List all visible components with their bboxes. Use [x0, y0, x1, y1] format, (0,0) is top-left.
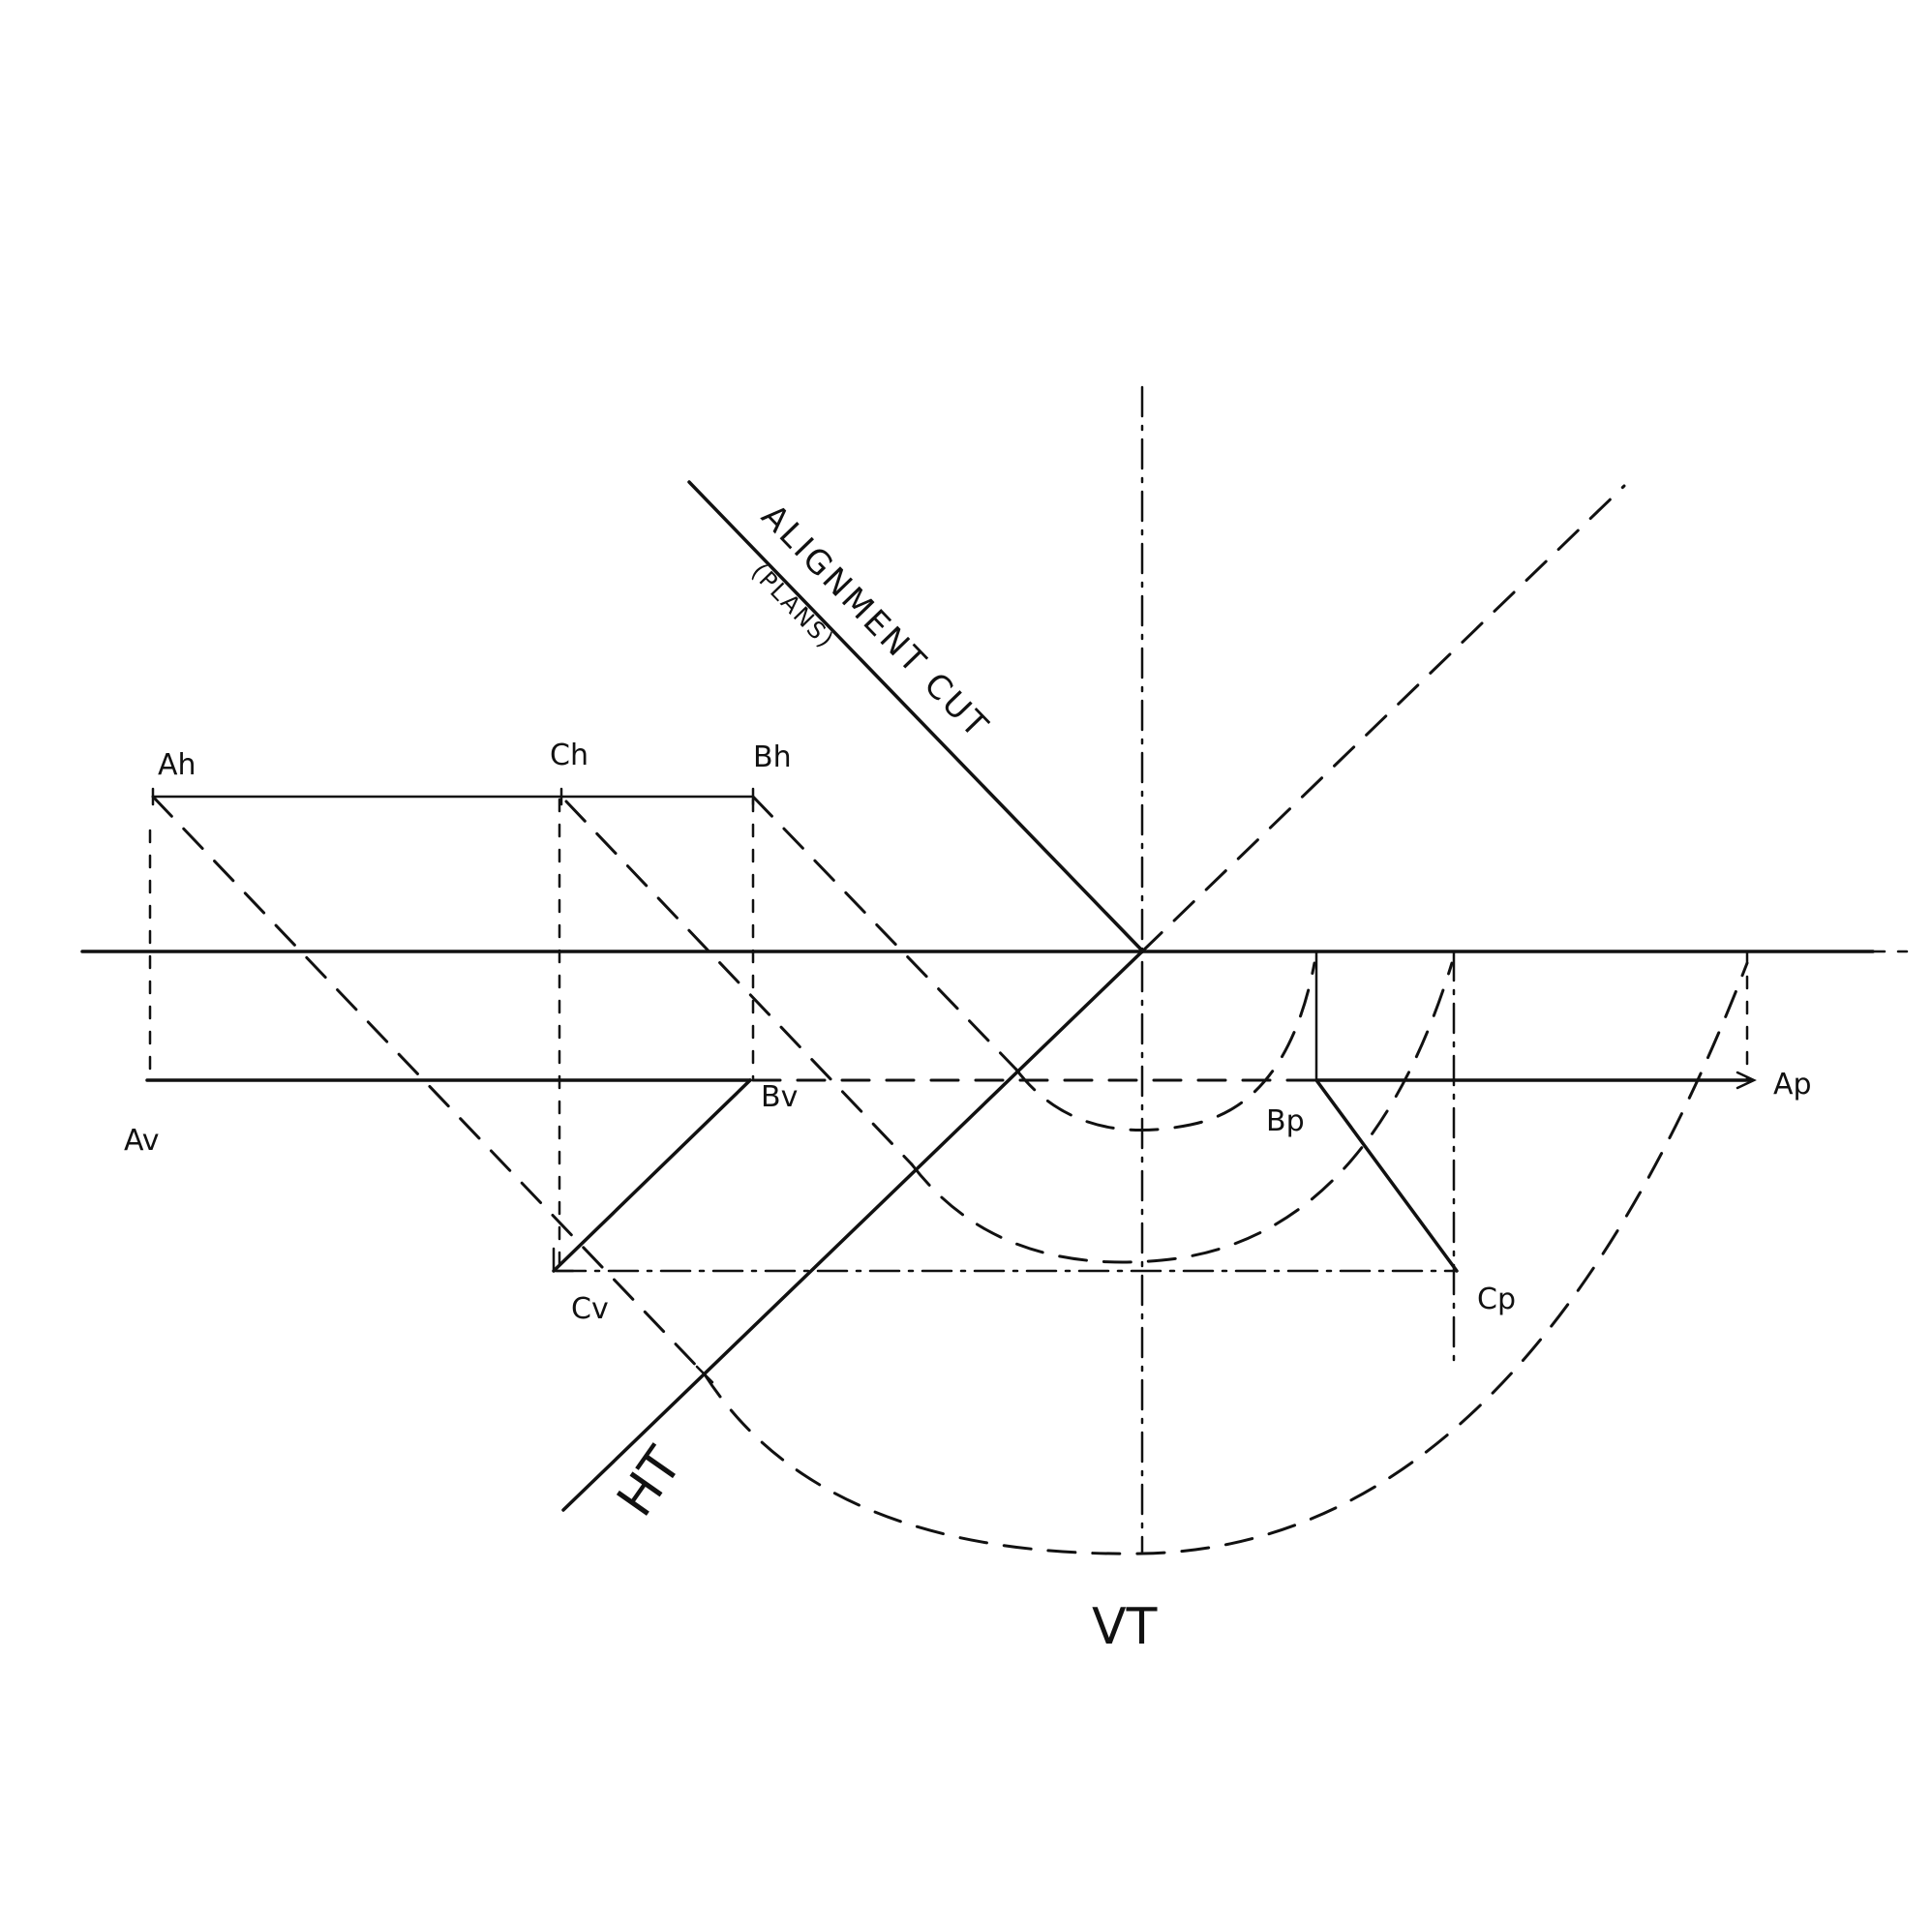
label-ah: Ah [158, 748, 196, 782]
label-cp: Cp [1477, 1283, 1516, 1316]
diagonal-from-ah [151, 795, 707, 1376]
label-ch: Ch [550, 739, 589, 772]
label-vt: VT [1092, 1598, 1158, 1656]
front-line-bv-cv [552, 1078, 752, 1273]
mitre-line-lower [561, 950, 1144, 1512]
mitre-line-upper [1140, 484, 1626, 953]
diagonal-from-ch [564, 800, 914, 1166]
alignment-cut-line [687, 480, 1142, 951]
label-bp: Bp [1266, 1104, 1305, 1138]
label-bv: Bv [761, 1080, 798, 1114]
label-av: Av [124, 1124, 160, 1158]
tick-ht-intersection [695, 1365, 714, 1384]
label-ap: Ap [1773, 1068, 1812, 1102]
label-cv: Cv [571, 1292, 609, 1326]
label-ht: HT [606, 1437, 693, 1527]
arrowhead-ap [1736, 1071, 1757, 1090]
arc-medium [910, 961, 1454, 1264]
label-bh: Bh [753, 740, 792, 774]
arc-large [703, 961, 1749, 1555]
side-line-bp-cp [1314, 1078, 1459, 1273]
diagonal-from-bh [751, 795, 1018, 1072]
arc-small [1014, 961, 1316, 1132]
